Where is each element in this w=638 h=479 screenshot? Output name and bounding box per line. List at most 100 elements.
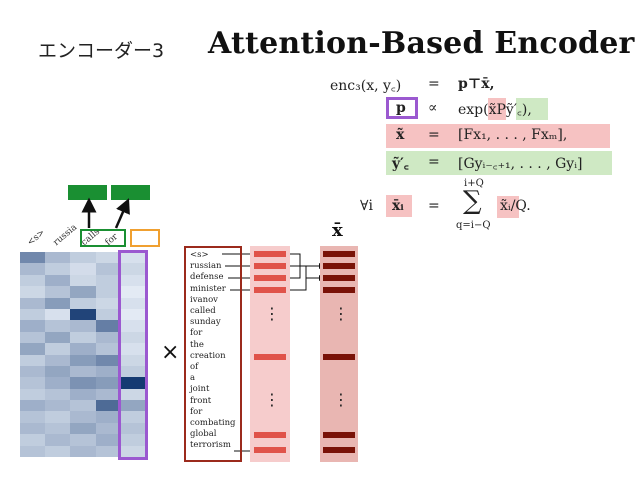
heatmap-cell	[120, 400, 147, 412]
input-word: combating	[190, 418, 236, 428]
heatmap-cell	[20, 331, 46, 344]
x-bar-bar	[323, 354, 355, 360]
heatmap-cell	[20, 343, 46, 355]
heatmap-cell	[45, 274, 71, 287]
eq-line5-lhs: x̄ᵢ	[392, 198, 404, 214]
eq-line5-sum-bottom: q=i−Q	[456, 220, 491, 231]
heatmap-cell	[95, 274, 122, 287]
eq-highlight-xtilde-i	[497, 196, 519, 218]
heatmap-cell	[120, 274, 147, 287]
input-word: defense	[190, 272, 224, 283]
heatmap-cell	[70, 286, 97, 299]
input-words-box	[184, 246, 242, 462]
heatmap-cell	[120, 343, 147, 355]
context-box-orange	[130, 229, 160, 247]
heatmap-cell	[120, 320, 147, 333]
input-word: called	[190, 306, 216, 316]
attention-column-highlight	[118, 250, 148, 460]
heatmap-cell	[20, 388, 46, 401]
input-word: for	[190, 406, 203, 417]
x-bar-bar	[323, 251, 355, 257]
input-word: ivanov	[190, 294, 218, 305]
heatmap-cell	[45, 445, 71, 458]
heatmap-cell	[20, 445, 46, 458]
heatmap-cell	[45, 365, 71, 378]
eq-line1-op: =	[428, 76, 440, 92]
eq-highlight-line3	[386, 124, 610, 148]
heatmap-cell	[20, 286, 46, 299]
heatmap-cell	[95, 411, 122, 424]
eq-line4-rhs: [Gyᵢ₋꜀₊₁, . . . , Gyᵢ]	[458, 156, 583, 172]
heatmap-cell	[20, 252, 46, 264]
heatmap-cell	[120, 411, 147, 424]
heatmap-cell	[45, 263, 71, 276]
eq-highlight-yc-green-small	[516, 98, 548, 120]
heatmap-cell	[95, 422, 122, 435]
eq-highlight-x-tilde-red-small	[488, 98, 506, 120]
eq-line5-sum-top: i+Q	[464, 178, 484, 189]
input-word: front	[190, 395, 212, 406]
x-bar-vdots-1: ⋮	[333, 304, 349, 323]
input-word: <s>	[190, 250, 209, 260]
heatmap-cell	[70, 297, 97, 310]
x-tilde-bar	[254, 432, 286, 438]
heatmap-cell	[45, 308, 71, 321]
heatmap-cell	[120, 377, 147, 390]
heatmap-cell	[45, 286, 71, 299]
input-word: for	[190, 328, 203, 339]
context-box-green	[80, 229, 126, 247]
input-word: a	[190, 373, 196, 384]
heatmap-cell	[45, 252, 71, 264]
x-tilde-bar	[254, 354, 286, 360]
heatmap-cell	[95, 320, 122, 333]
heatmap-cell	[95, 445, 122, 458]
heatmap-cell	[95, 434, 122, 447]
heatmap-cell	[95, 377, 122, 390]
x-tilde-bar	[254, 447, 286, 453]
eq-line4-op: =	[428, 154, 440, 170]
eq-line3-rhs: [Fx₁, . . . , Fxₘ],	[458, 127, 568, 143]
heatmap-cell	[20, 263, 46, 276]
heatmap-cell	[120, 252, 147, 264]
heatmap-cell	[120, 286, 147, 299]
eq-line2-op: ∝	[428, 100, 438, 116]
heatmap-cell	[70, 320, 97, 333]
eq-highlight-p	[386, 97, 418, 119]
heatmap-cell	[45, 343, 71, 355]
x-tilde-bar	[254, 287, 286, 293]
arrow-up-right	[114, 198, 130, 229]
heatmap-cell	[95, 365, 122, 378]
attention-heatmap	[20, 252, 147, 458]
heatmap-cell	[70, 274, 97, 287]
x-bar-bar	[323, 275, 355, 281]
heatmap-cell	[20, 411, 46, 424]
heatmap-cell	[20, 320, 46, 333]
input-word: global	[190, 429, 217, 440]
output-bar-right	[111, 185, 150, 200]
title-japanese: エンコーダー3	[38, 40, 165, 62]
input-word: terrorism	[190, 440, 231, 451]
heatmap-cell	[45, 411, 71, 424]
heatmap-cell	[45, 388, 71, 401]
heatmap-cell	[120, 308, 147, 321]
heatmap-cell	[70, 377, 97, 390]
heatmap-cell	[95, 388, 122, 401]
heatmap-cell	[120, 434, 147, 447]
eq-line5-sum: ∑	[463, 186, 482, 216]
x-tilde-bar	[254, 263, 286, 269]
eq-line2-lhs: p	[396, 100, 406, 116]
heatmap-cell	[45, 422, 71, 435]
heatmap-cell	[20, 274, 46, 287]
heatmap-cell	[120, 354, 147, 367]
heatmap-cell	[70, 434, 97, 447]
x-bar-bar	[323, 263, 355, 269]
eq-line3-lhs: x̃	[396, 127, 405, 143]
x-bar-bar	[323, 432, 355, 438]
heatmap-cell	[45, 331, 71, 344]
title-english: Attention-Based Encoder	[208, 26, 635, 61]
xbar-label: x̄	[332, 220, 343, 241]
x-tilde-bar	[254, 251, 286, 257]
input-word: joint	[190, 384, 210, 395]
heatmap-cell	[95, 400, 122, 412]
heatmap-cell	[70, 411, 97, 424]
